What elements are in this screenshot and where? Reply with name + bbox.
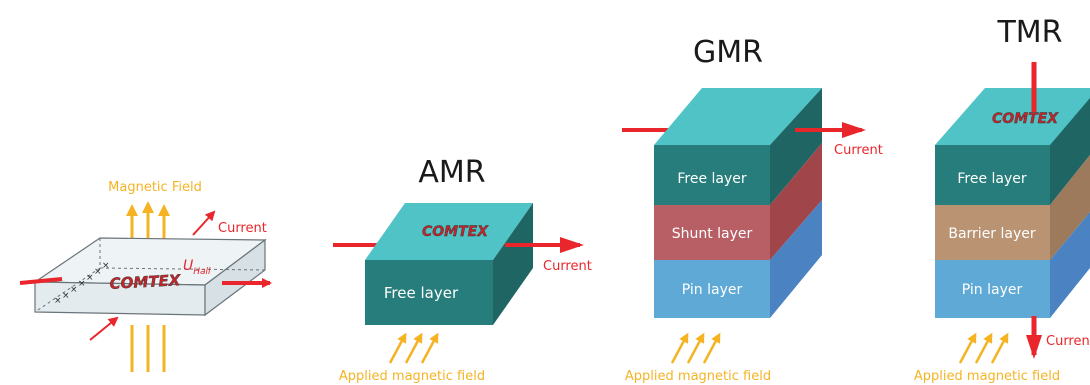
tmr-sensor: TMR COMTEX Free layer Barrier layer Pin … (914, 15, 1090, 384)
svg-text:×: × (94, 267, 102, 277)
tmr-barrier-layer (935, 205, 1050, 260)
applied-field-label: Applied magnetic field (625, 369, 771, 384)
u-hall-label: UHall (183, 258, 211, 277)
tmr-free-layer-label: Free layer (957, 171, 1027, 187)
gmr-sensor: GMR Free layer Shunt layer Pin layer Cur… (622, 35, 883, 384)
amr-free-layer (365, 260, 493, 325)
amr-top-face (365, 203, 533, 260)
gmr-top-face (654, 88, 822, 145)
applied-field-arrows (388, 332, 439, 364)
applied-field-label: Applied magnetic field (339, 369, 485, 384)
applied-field-label: Applied magnetic field (914, 369, 1060, 384)
applied-field-arrows (670, 332, 721, 364)
gmr-title: GMR (693, 35, 763, 70)
gmr-pin-layer-label: Pin layer (682, 282, 743, 298)
current-label: Current (834, 143, 883, 158)
tmr-free-side (1050, 98, 1090, 205)
tmr-title: TMR (996, 15, 1062, 50)
svg-text:×: × (78, 279, 86, 289)
tmr-pin-layer-label: Pin layer (962, 282, 1023, 298)
gmr-free-side (770, 88, 822, 205)
applied-field-arrows (958, 332, 1009, 364)
gmr-shunt-layer (654, 205, 770, 260)
hall-sensor: Magnetic Field ××× ××× × COMTEX (19, 180, 272, 372)
svg-text:×: × (86, 273, 94, 283)
tmr-barrier-side (1050, 155, 1090, 260)
gmr-pin-side (770, 200, 822, 318)
magnetic-field-label: Magnetic Field (108, 180, 202, 195)
current-label: Current (543, 259, 592, 274)
comtex-logo: COMTEX (992, 111, 1059, 127)
svg-text:×: × (102, 261, 110, 271)
hall-plate (33, 237, 267, 317)
comtex-logo: COMTEX (422, 224, 489, 240)
tmr-barrier-layer-label: Barrier layer (948, 226, 1036, 242)
gmr-free-layer (654, 145, 770, 205)
tmr-top-face (935, 88, 1090, 145)
amr-title: AMR (418, 155, 485, 190)
charge-marks: ××× ××× × (54, 261, 110, 306)
amr-side-face (493, 203, 533, 325)
current-direction-arrow (192, 210, 216, 236)
current-label: Current (218, 221, 267, 236)
svg-text:×: × (62, 291, 70, 301)
gmr-free-layer-label: Free layer (677, 171, 747, 187)
gmr-shunt-side (770, 143, 822, 260)
comtex-logo: COMTEX (109, 271, 182, 293)
force-direction-arrow (89, 316, 119, 341)
amr-layer-label: Free layer (384, 284, 459, 302)
tmr-pin-layer (935, 260, 1050, 318)
field-arrows-down (130, 325, 166, 372)
gmr-shunt-layer-label: Shunt layer (672, 226, 753, 242)
tmr-pin-side (1050, 212, 1090, 318)
amr-sensor: AMR COMTEX Free layer Current Applied ma… (333, 155, 592, 384)
current-label: Current (1046, 334, 1090, 349)
gmr-pin-layer (654, 260, 770, 318)
svg-text:×: × (54, 296, 62, 306)
svg-text:×: × (70, 285, 78, 295)
current-in-arrow (19, 277, 63, 285)
tmr-free-layer (935, 145, 1050, 205)
